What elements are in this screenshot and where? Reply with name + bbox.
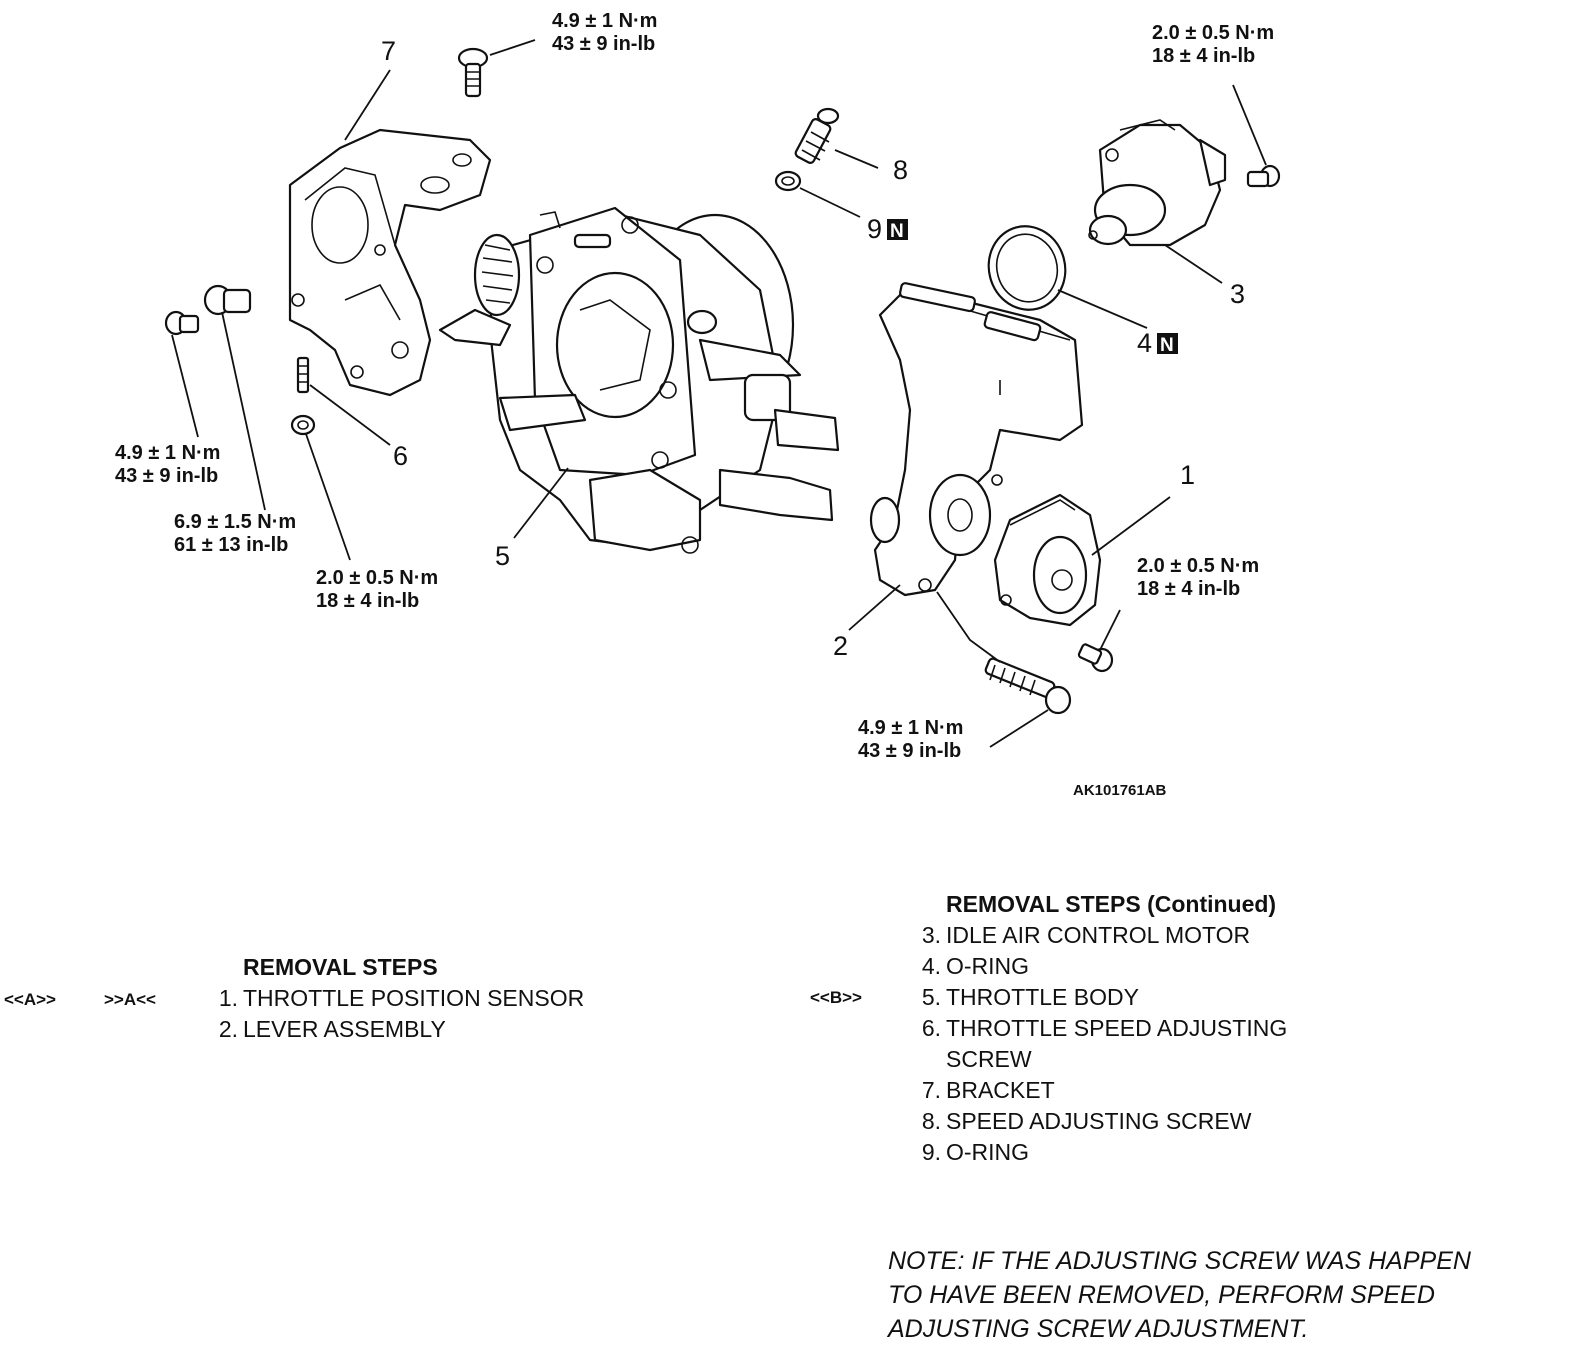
step-label: SPEED ADJUSTING SCREW [946,1108,1252,1134]
callout-9: 9 [867,214,882,244]
callout-8: 8 [893,155,908,185]
step-label: O-RING [946,953,1030,979]
step-number: 1. [218,985,238,1011]
removal-steps-continued-heading: REMOVAL STEPS (Continued) [946,891,1277,917]
step-number: 7. [921,1077,941,1103]
throttle-speed-adjusting-screw-part [296,356,310,394]
step-label: THROTTLE SPEED ADJUSTING [946,1015,1288,1041]
callout-1: 1 [1180,460,1195,490]
step-number: 4. [921,953,941,979]
step-number: 8. [921,1108,941,1134]
removal-step-9: 9.O-RING [903,1137,1287,1168]
n-badge-9-text: N [890,221,904,242]
torque-nut-inlb: 18 ± 4 in-lb [316,590,419,612]
step-number: 3. [921,922,941,948]
torque-tps-inlb: 18 ± 4 in-lb [1137,578,1240,600]
torque-left-large-inlb: 61 ± 13 in-lb [174,534,288,556]
tag-removal-b: <<B>> [810,988,862,1007]
lever-bolt [984,657,1072,715]
tag-install-a: >>A<< [104,990,156,1009]
torque-nut-nm: 2.0 ± 0.5 N·m [316,567,438,589]
callout-7: 7 [381,36,396,66]
note-line-1: NOTE: IF THE ADJUSTING SCREW WAS HAPPEN [888,1247,1471,1275]
removal-steps-heading: REMOVAL STEPS [243,954,438,980]
removal-step-6-cont: SCREW [903,1044,1287,1075]
callout-3: 3 [1230,279,1245,309]
left-bolt-large [203,284,252,316]
removal-step-8: 8.SPEED ADJUSTING SCREW [903,1106,1287,1137]
step-number: 9. [921,1139,941,1165]
step-number: 2. [218,1016,238,1042]
torque-lever-nm: 4.9 ± 1 N·m [858,717,963,739]
torque-lever-inlb: 43 ± 9 in-lb [858,740,961,762]
torque-iac-inlb: 18 ± 4 in-lb [1152,45,1255,67]
torque-tps-nm: 2.0 ± 0.5 N·m [1137,555,1259,577]
idle-air-control-motor-part [1088,119,1227,247]
torque-top-screw-nm: 4.9 ± 1 N·m [552,10,657,32]
bracket-part [288,128,492,397]
note-line-2: TO HAVE BEEN REMOVED, PERFORM SPEED [888,1281,1435,1309]
step-label: BRACKET [946,1077,1055,1103]
torque-left-large-nm: 6.9 ± 1.5 N·m [174,511,296,533]
callout-5: 5 [495,541,510,571]
callout-4: 4 [1137,328,1152,358]
figure-id: AK101761AB [1073,782,1167,799]
removal-step-3: 3.IDLE AIR CONTROL MOTOR [903,920,1287,951]
o-ring-4-part [987,225,1067,311]
removal-step-2: 2.LEVER ASSEMBLY [200,1014,584,1045]
note-line-3: ADJUSTING SCREW ADJUSTMENT. [888,1315,1309,1343]
tps-screw [1077,643,1114,673]
adjustment-note: NOTE: IF THE ADJUSTING SCREW WAS HAPPEN … [888,1244,1568,1346]
removal-step-6: 6.THROTTLE SPEED ADJUSTING [903,1013,1287,1044]
callout-2: 2 [833,631,848,661]
removal-step-1: 1.THROTTLE POSITION SENSOR [200,983,584,1014]
step-label: IDLE AIR CONTROL MOTOR [946,922,1251,948]
step-number: 5. [921,984,941,1010]
torque-left-small-inlb: 43 ± 9 in-lb [115,465,218,487]
n-badge-9 [887,219,908,240]
top-screw [457,47,489,98]
speed-adjusting-screw-part [794,107,840,164]
tag-removal-a: <<A>> [4,990,56,1009]
lever-assembly-part [869,282,1084,597]
throttle-position-sensor-part [993,493,1102,627]
step-label: SCREW [946,1046,1032,1072]
step-label: O-RING [946,1139,1030,1165]
step-label: THROTTLE BODY [946,984,1139,1010]
torque-iac-nm: 2.0 ± 0.5 N·m [1152,22,1274,44]
removal-steps: REMOVAL STEPS 1.THROTTLE POSITION SENSOR… [200,952,584,1045]
left-bolt-small [164,310,200,336]
n-badge-4-text: N [1160,335,1174,356]
removal-step-5: 5.THROTTLE BODY [903,982,1287,1013]
removal-step-4: 4.O-RING [903,951,1287,982]
removal-step-7: 7.BRACKET [903,1075,1287,1106]
step-number: 6. [921,1015,941,1041]
o-ring-9-part [774,170,802,192]
nut [290,414,316,436]
callout-6: 6 [393,441,408,471]
removal-steps-continued: REMOVAL STEPS (Continued) 3.IDLE AIR CON… [903,889,1287,1168]
step-label: THROTTLE POSITION SENSOR [243,985,585,1011]
torque-top-screw-inlb: 43 ± 9 in-lb [552,33,655,55]
step-label: LEVER ASSEMBLY [243,1016,446,1042]
exploded-diagram: 7 8 9 N 3 4 N 6 1 5 2 4.9 ± 1 N·m 43 ± 9… [115,10,1281,799]
torque-left-small-nm: 4.9 ± 1 N·m [115,442,220,464]
n-badge-4 [1157,333,1178,354]
iac-screw [1246,164,1281,188]
leader-lines [171,39,1267,748]
throttle-body-part [438,206,840,554]
